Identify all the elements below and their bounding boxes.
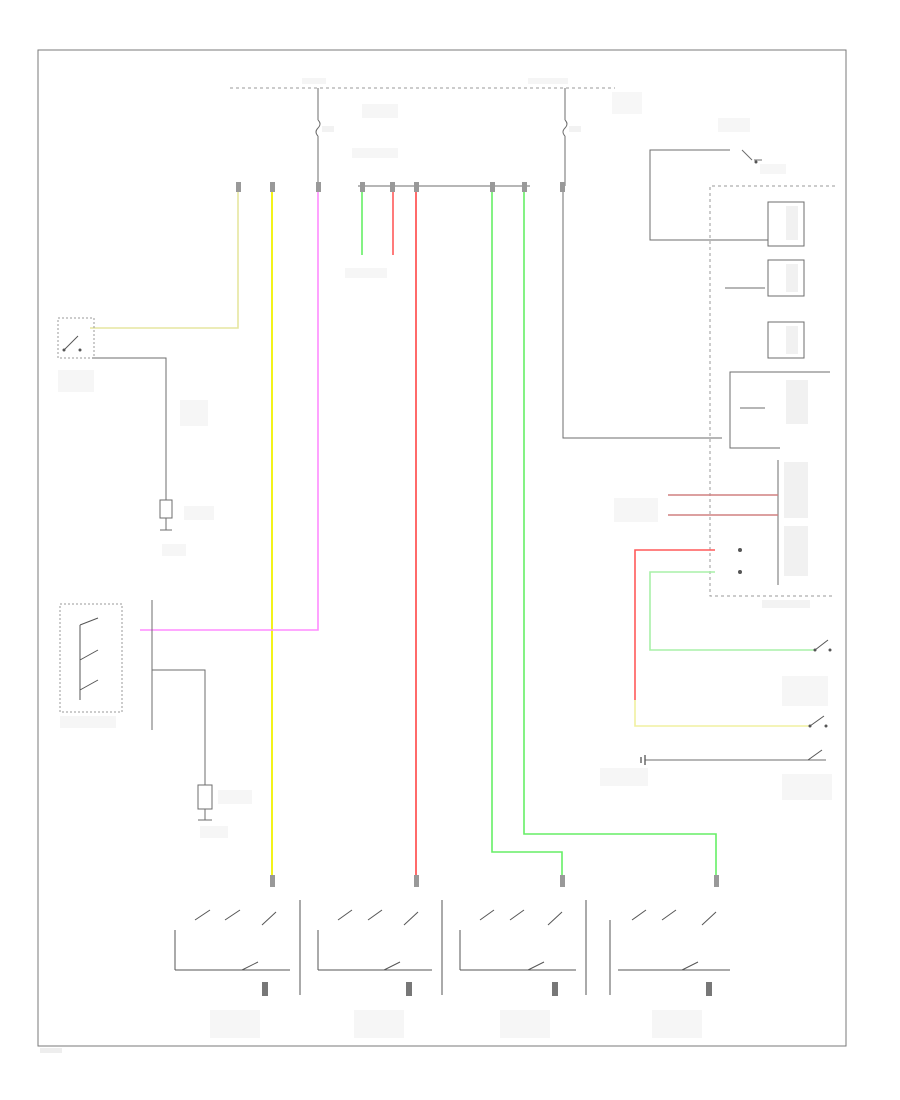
door-switch-group bbox=[609, 909, 730, 1038]
component-label bbox=[218, 790, 252, 804]
component-label bbox=[718, 118, 750, 132]
power-bus-labels bbox=[302, 78, 642, 114]
switch-icon bbox=[808, 715, 828, 728]
meter-module bbox=[729, 371, 830, 449]
meter-module bbox=[767, 259, 805, 297]
switch-icon bbox=[62, 335, 82, 352]
switch-box bbox=[57, 317, 95, 359]
door-switch-group bbox=[174, 900, 301, 1038]
meter-module bbox=[767, 201, 805, 247]
component-label bbox=[782, 774, 832, 800]
wire-black bbox=[562, 192, 722, 439]
meter-text bbox=[762, 206, 810, 608]
wire-pale-yellow bbox=[90, 192, 239, 329]
component-label bbox=[58, 370, 94, 392]
fuse-icon bbox=[562, 88, 581, 186]
connector-icon bbox=[270, 875, 719, 887]
component-label bbox=[200, 826, 228, 838]
wire-green bbox=[491, 192, 563, 880]
meter-module bbox=[767, 321, 805, 359]
wire-black bbox=[92, 357, 167, 440]
switch-icon bbox=[807, 749, 823, 761]
ground-icon bbox=[640, 755, 646, 765]
door-switch-group bbox=[317, 900, 443, 1038]
component-label bbox=[760, 164, 786, 174]
switch-icon bbox=[79, 617, 99, 700]
component-label bbox=[184, 506, 214, 520]
wire-green-meter bbox=[649, 571, 815, 651]
connector-label bbox=[345, 268, 387, 278]
ignition-switch bbox=[59, 603, 123, 713]
door-switch-group bbox=[459, 900, 587, 1038]
connector-icon bbox=[236, 182, 565, 192]
junction-dot bbox=[738, 548, 742, 552]
ground-icon bbox=[159, 499, 173, 531]
diagram-id-label bbox=[40, 1048, 62, 1053]
diagram-frame bbox=[37, 49, 847, 1047]
component-label bbox=[782, 676, 828, 706]
meter-boundary bbox=[709, 185, 835, 597]
connector-label bbox=[614, 498, 658, 522]
junction-label bbox=[362, 104, 398, 118]
wire-pink bbox=[140, 192, 319, 631]
switch-icon bbox=[813, 639, 832, 652]
wire-red-meter bbox=[634, 549, 715, 700]
wire-yellow-meter bbox=[634, 700, 810, 727]
junction-dot bbox=[738, 570, 742, 574]
junction-label bbox=[352, 148, 398, 158]
wire-green bbox=[523, 192, 717, 880]
component-label bbox=[180, 400, 208, 426]
component-label bbox=[162, 544, 186, 556]
component-label bbox=[600, 768, 648, 786]
component-label bbox=[60, 716, 116, 728]
ground-icon bbox=[741, 149, 762, 164]
wire-black bbox=[152, 669, 206, 785]
wire-black bbox=[649, 149, 768, 241]
fuse-icon bbox=[315, 88, 334, 186]
motor-icon bbox=[197, 784, 213, 821]
